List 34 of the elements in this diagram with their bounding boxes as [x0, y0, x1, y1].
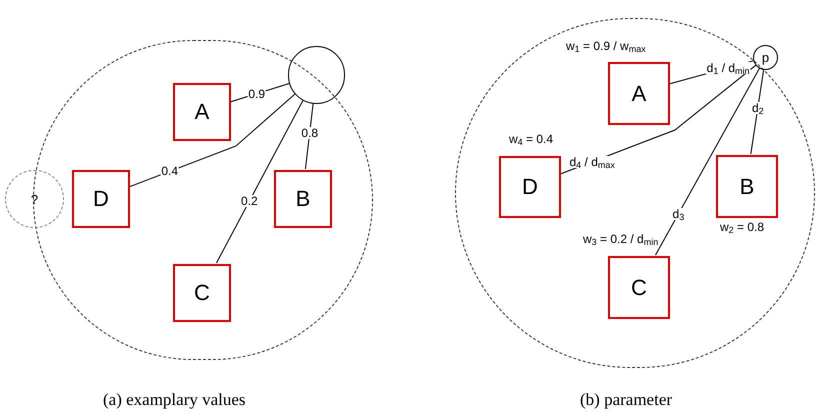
edge-label: 0.4: [160, 165, 179, 178]
square-box: [274, 170, 332, 228]
node-label: D: [93, 188, 109, 210]
connector-line: [128, 93, 296, 188]
node-label: C: [631, 276, 647, 298]
node-label: p: [762, 51, 770, 64]
square-box: [173, 264, 231, 322]
edge-label: 0.8: [300, 126, 320, 139]
node-label: B: [296, 188, 310, 210]
edge-label: d$_{2}$: [751, 102, 765, 114]
caption: (a) examplary values: [103, 389, 246, 411]
edge-label: 0.9: [247, 88, 266, 100]
node-label: A: [632, 82, 646, 104]
weight-label: w$_{4}$ = 0.4: [509, 133, 554, 145]
connector-line: [655, 68, 760, 256]
weight-label: w$_{3}$ = 0.2 / d$_{min}$: [583, 233, 658, 245]
square-box: [72, 170, 130, 228]
node-label: ?: [30, 192, 38, 206]
edge-label: d$_{3}$: [672, 208, 686, 220]
edge-label: 0.2: [240, 195, 259, 208]
node-label: B: [740, 176, 754, 198]
connector-line: [750, 69, 764, 154]
caption: (b) parameter: [580, 389, 672, 411]
weight-label: w$_{1}$ = 0.9 / w$_{max}$: [566, 40, 646, 52]
connector-line: [304, 102, 314, 170]
edge-label: d$_{1}$ / d$_{min}$: [706, 62, 751, 74]
node-label: D: [522, 176, 538, 198]
connector-line: [216, 100, 304, 264]
weight-label: w$_{2}$ = 0.8: [720, 221, 764, 233]
square-box: [173, 83, 231, 141]
node-label: A: [194, 101, 210, 123]
edge-label: d$_{4}$ / d$_{max}$: [568, 156, 616, 168]
node-label: C: [194, 282, 210, 304]
connector-line: [230, 82, 290, 102]
